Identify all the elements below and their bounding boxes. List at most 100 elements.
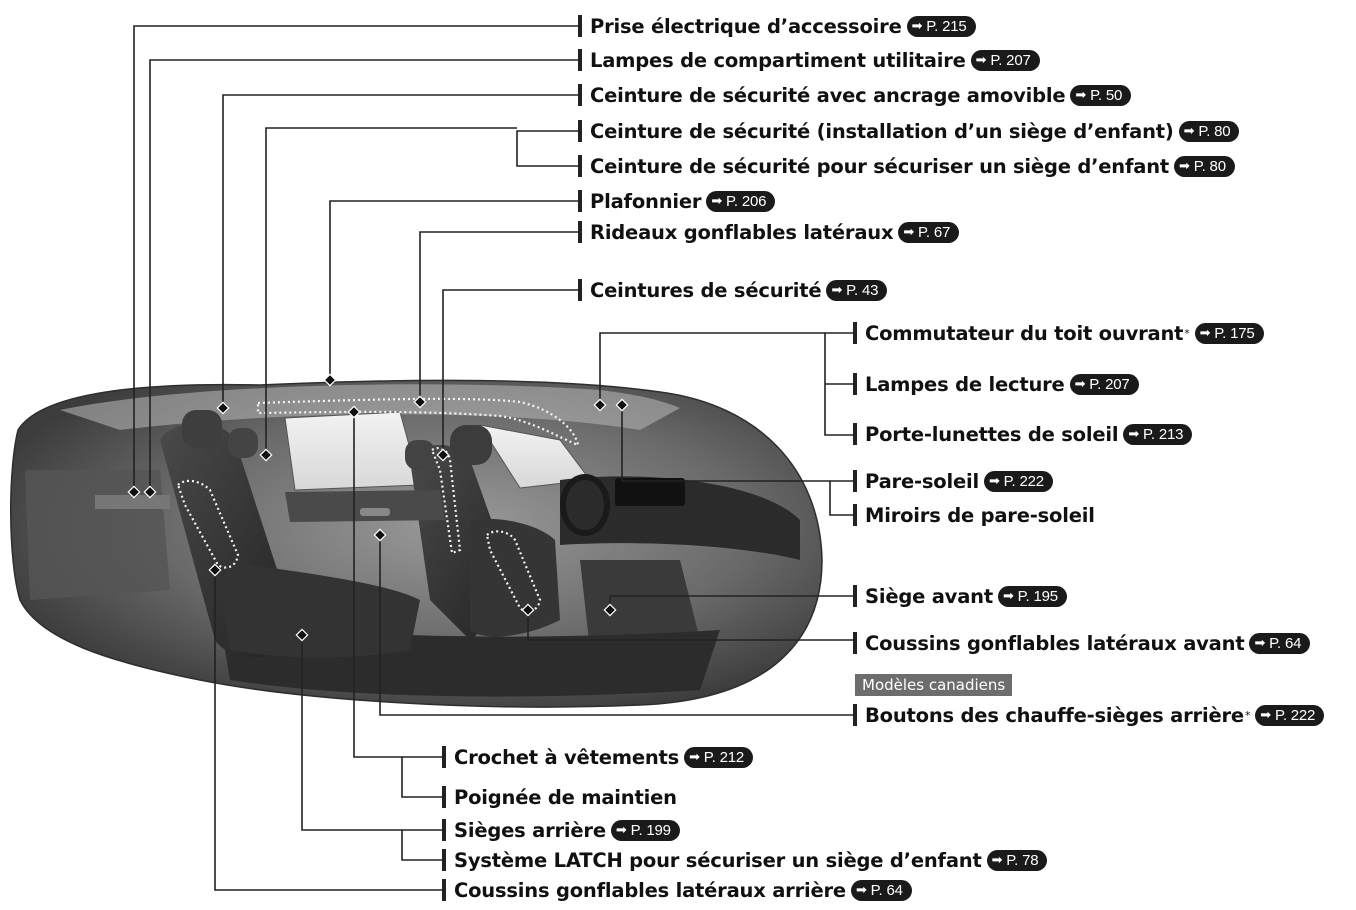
endpoint-marker [436, 448, 450, 462]
page-reference-text: P. 78 [1006, 851, 1039, 869]
callout-label: Miroirs de pare-soleil [853, 502, 1095, 528]
page-reference-link[interactable]: ➡P. 215 [906, 15, 976, 37]
callout-text: Miroirs de pare-soleil [865, 503, 1095, 527]
page-reference-link[interactable]: ➡P. 207 [970, 49, 1040, 71]
callout-text: Coussins gonflables latéraux avant [865, 631, 1245, 655]
callout-label: Ceinture de sécurité (installation d’un … [578, 118, 1240, 144]
callout-label: Ceintures de sécurité➡P. 43 [578, 277, 888, 303]
callout-text: Coussins gonflables latéraux arrière [454, 878, 846, 902]
page-reference-link[interactable]: ➡P. 212 [684, 746, 754, 768]
arrow-right-icon: ➡ [689, 749, 700, 764]
callout-label: Prise électrique d’accessoire➡P. 215 [578, 13, 976, 39]
callout-text: Ceinture de sécurité avec ancrage amovib… [590, 83, 1066, 107]
page-reference-link[interactable]: ➡P. 199 [610, 819, 680, 841]
page-reference-text: P. 206 [726, 192, 767, 210]
endpoint-marker [347, 405, 361, 419]
page-reference-text: P. 43 [846, 281, 879, 299]
arrow-right-icon: ➡ [711, 193, 723, 208]
page-reference-text: P. 175 [1214, 324, 1255, 342]
page-reference-link[interactable]: ➡P. 64 [1249, 632, 1311, 654]
page-reference-link[interactable]: ➡P. 175 [1194, 322, 1264, 344]
callout-label: Boutons des chauffe-sièges arrière* ➡P. 2… [853, 702, 1325, 728]
arrow-right-icon: ➡ [615, 822, 627, 837]
leader-endpoints [127, 373, 629, 642]
callout-bar [442, 849, 446, 871]
page-reference-link[interactable]: ➡P. 222 [983, 470, 1053, 492]
leader-lines [133, 25, 853, 891]
callout-bar [578, 155, 582, 177]
page-reference-link[interactable]: ➡P. 43 [826, 279, 888, 301]
page-reference-text: P. 212 [703, 748, 745, 766]
page-reference-link[interactable]: ➡P. 195 [997, 585, 1067, 607]
page-reference-link[interactable]: ➡P. 222 [1255, 704, 1325, 726]
endpoint-marker [603, 603, 617, 617]
arrow-right-icon: ➡ [991, 852, 1003, 867]
callout-bar [578, 190, 582, 212]
page-reference-link[interactable]: ➡P. 207 [1069, 373, 1139, 395]
callout-text: Ceinture de sécurité pour sécuriser un s… [590, 154, 1170, 178]
callout-text: Commutateur du toit ouvrant [865, 321, 1184, 345]
callout-text: Porte-lunettes de soleil [865, 422, 1119, 446]
page-reference-text: P. 215 [926, 17, 967, 35]
page-reference-link[interactable]: ➡P. 206 [706, 190, 776, 212]
callout-label: Porte-lunettes de soleil➡P. 213 [853, 421, 1193, 447]
callout-bar [853, 423, 857, 445]
arrow-right-icon: ➡ [1260, 707, 1271, 722]
callout-label: Système LATCH pour sécuriser un siège d’… [442, 847, 1048, 873]
callout-bar [442, 819, 446, 841]
callout-bar [578, 279, 582, 301]
footnote-marker: * [1244, 708, 1251, 722]
callout-text: Sièges arrière [454, 818, 606, 842]
page-reference-link[interactable]: ➡P. 64 [850, 879, 912, 901]
callout-text: Prise électrique d’accessoire [590, 14, 902, 38]
arrow-right-icon: ➡ [911, 18, 923, 33]
callout-bar [853, 704, 857, 726]
callout-label: Commutateur du toit ouvrant* ➡P. 175 [853, 320, 1264, 346]
callout-bar [578, 15, 582, 37]
callout-text: Rideaux gonflables latéraux [590, 220, 894, 244]
callout-text: Boutons des chauffe-sièges arrière [865, 703, 1244, 727]
page-reference-text: P. 199 [630, 821, 671, 839]
endpoint-marker [143, 485, 157, 499]
vehicle-interior-illustration [10, 379, 823, 708]
callout-bar [442, 786, 446, 808]
callout-bar [578, 84, 582, 106]
arrow-right-icon: ➡ [975, 52, 987, 67]
arrow-right-icon: ➡ [1074, 376, 1086, 391]
footnote-marker: * [1184, 326, 1190, 340]
page-reference-text: P. 64 [870, 881, 903, 899]
arrow-right-icon: ➡ [831, 282, 843, 297]
page-reference-link[interactable]: ➡P. 80 [1178, 120, 1240, 142]
rear-side-airbag-outline [176, 479, 240, 569]
callout-text: Crochet à vêtements [454, 745, 680, 769]
page-reference-link[interactable]: ➡P. 213 [1123, 423, 1193, 445]
callout-label: Sièges arrière➡P. 199 [442, 817, 680, 843]
endpoint-marker [593, 398, 607, 412]
callout-label: Poignée de maintien [442, 784, 677, 810]
canadian-models-note: Modèles canadiens [855, 674, 1013, 696]
callout-text: Poignée de maintien [454, 785, 677, 809]
page-reference-text: P. 50 [1090, 86, 1123, 104]
callout-label: Ceinture de sécurité avec ancrage amovib… [578, 82, 1132, 108]
callout-label: Ceinture de sécurité pour sécuriser un s… [578, 153, 1235, 179]
endpoint-marker [521, 603, 535, 617]
page-reference-link[interactable]: ➡P. 80 [1174, 155, 1235, 177]
callout-text: Ceintures de sécurité [590, 278, 822, 302]
callout-label: Crochet à vêtements➡P. 212 [442, 744, 754, 770]
callout-bar [853, 585, 857, 607]
callout-label: Rideaux gonflables latéraux➡P. 67 [578, 219, 960, 245]
page-reference-link[interactable]: ➡P. 50 [1070, 84, 1132, 106]
arrow-right-icon: ➡ [1002, 588, 1014, 603]
endpoint-marker [259, 448, 273, 462]
page-reference-text: P. 213 [1143, 425, 1184, 443]
arrow-right-icon: ➡ [1254, 635, 1266, 650]
front-seatbelt-outline [430, 446, 462, 555]
page-reference-link[interactable]: ➡P. 67 [898, 221, 960, 243]
callout-label: Coussins gonflables latéraux arrière➡P. … [442, 877, 912, 903]
endpoint-marker [615, 398, 629, 412]
page-reference-link[interactable]: ➡P. 78 [986, 849, 1048, 871]
callout-bar [853, 373, 857, 395]
endpoint-marker [413, 395, 427, 409]
arrow-right-icon: ➡ [1199, 325, 1211, 340]
